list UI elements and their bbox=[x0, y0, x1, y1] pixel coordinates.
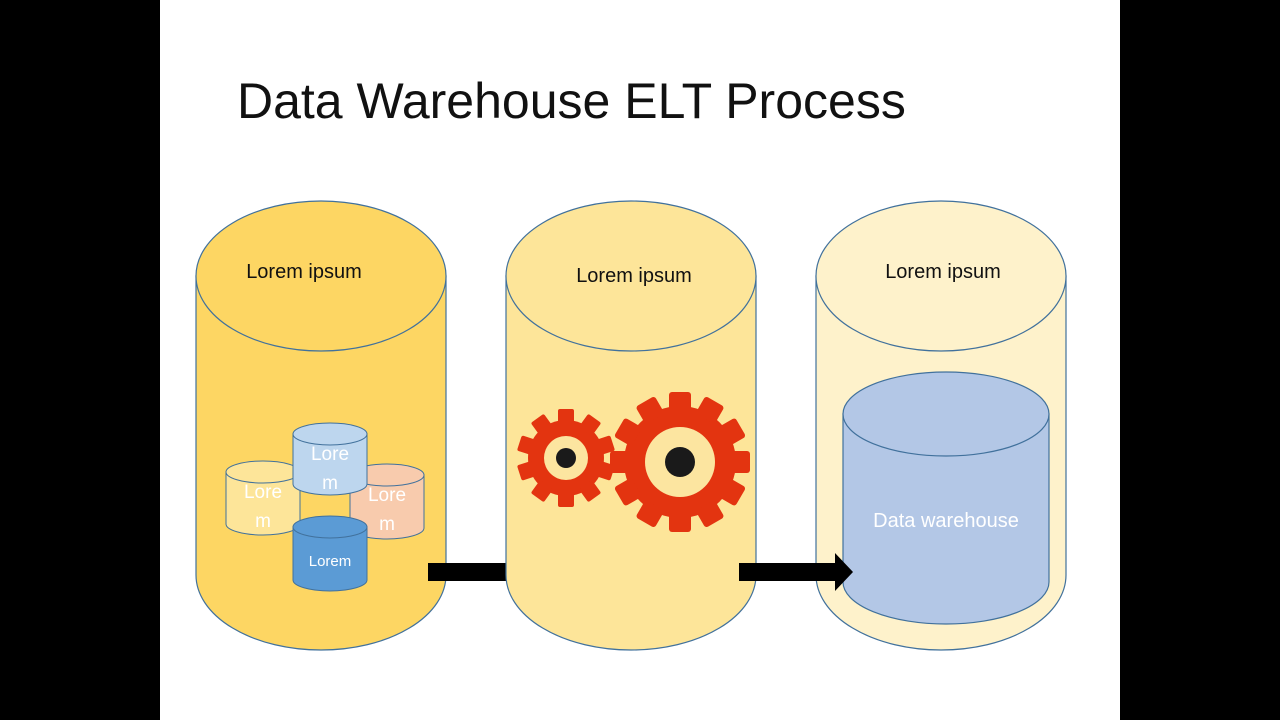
stage-warehouse-label: Lorem ipsum bbox=[885, 261, 1001, 283]
gear-icon bbox=[610, 392, 750, 532]
database-icon: Lorem bbox=[292, 515, 368, 592]
database-icon: Lore m bbox=[349, 463, 425, 540]
arrow-right-icon bbox=[739, 553, 853, 591]
stage-source-label: Lorem ipsum bbox=[246, 261, 362, 283]
mini-db-right-line1: Lore bbox=[368, 485, 406, 506]
stage-transform-label: Lorem ipsum bbox=[576, 265, 692, 287]
slide: Data Warehouse ELT Process Lorem ipsum L… bbox=[160, 0, 1120, 720]
database-icon: Lore m bbox=[225, 460, 301, 536]
mini-db-bottom-label: Lorem bbox=[309, 553, 352, 570]
gear-icon bbox=[517, 409, 615, 507]
database-icon: Data warehouse bbox=[842, 371, 1050, 625]
mini-db-left-line1: Lore bbox=[244, 482, 282, 503]
database-icon: Lore m bbox=[292, 422, 368, 496]
arrow-right-icon bbox=[428, 553, 541, 591]
data-warehouse-label: Data warehouse bbox=[873, 510, 1019, 532]
slide-title: Data Warehouse ELT Process bbox=[237, 73, 906, 129]
elt-diagram: Lorem ipsum Lore m Lore m Lore m bbox=[195, 200, 1067, 651]
mini-db-top-line2: m bbox=[322, 473, 338, 494]
mini-db-left-line2: m bbox=[255, 511, 271, 532]
mini-db-top-line1: Lore bbox=[311, 444, 349, 465]
mini-db-right-line2: m bbox=[379, 514, 395, 535]
